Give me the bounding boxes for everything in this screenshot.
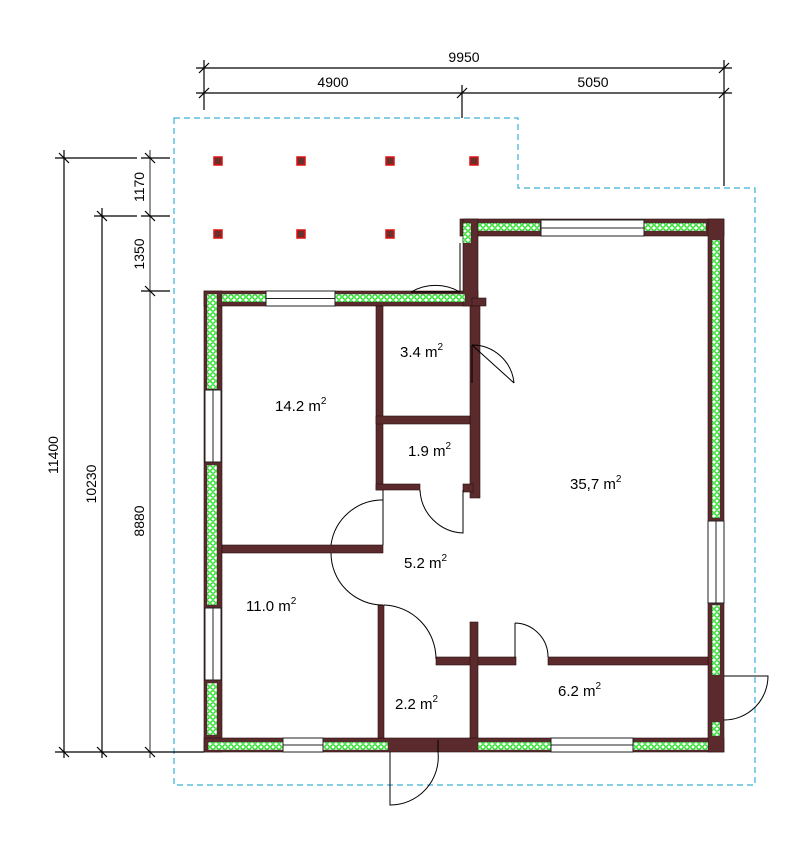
wall-insulation xyxy=(462,222,472,244)
wall-insulation xyxy=(334,293,466,303)
column-post xyxy=(296,229,306,239)
dim-left-width: 4900 xyxy=(317,74,348,90)
wall-insulation xyxy=(206,464,218,606)
wall-insulation xyxy=(632,741,709,751)
doors xyxy=(330,243,769,806)
room-area-6-2: 6.2 m2 xyxy=(558,681,602,700)
wall xyxy=(375,483,421,491)
wall-insulation xyxy=(711,721,721,737)
wall xyxy=(471,297,487,307)
dim-total-width: 9950 xyxy=(448,49,479,65)
column-post xyxy=(385,156,395,166)
dimension-left: 11400 10230 8880 1170 1350 xyxy=(45,150,204,758)
wall-insulation xyxy=(477,741,552,751)
room-area-35-7: 35,7 m2 xyxy=(570,474,622,493)
column-post xyxy=(296,156,306,166)
walls xyxy=(203,218,725,753)
dim-depth-building: 8880 xyxy=(131,505,147,536)
wall xyxy=(375,415,471,425)
wall-insulation xyxy=(711,239,721,519)
dim-total-depth: 11400 xyxy=(45,436,61,474)
site-outline xyxy=(173,117,756,786)
dim-porch-b: 1350 xyxy=(131,238,147,269)
wall xyxy=(221,544,384,554)
dim-porch-a: 1170 xyxy=(131,172,147,202)
wall xyxy=(377,604,385,739)
room-labels: 14.2 m2 3.4 m2 1.9 m2 35,7 m2 5.2 m2 11.… xyxy=(246,342,622,713)
wall xyxy=(462,483,474,493)
dimension-top: 9950 4900 5050 xyxy=(196,49,732,186)
room-area-14-2: 14.2 m2 xyxy=(275,396,327,415)
room-area-1-9: 1.9 m2 xyxy=(408,441,452,460)
wall-insulation xyxy=(322,741,389,751)
wall-insulation xyxy=(477,222,541,232)
wall-insulation xyxy=(206,682,218,736)
door-swing xyxy=(330,490,384,606)
dim-right-width: 5050 xyxy=(577,74,608,90)
room-area-2-2: 2.2 m2 xyxy=(395,694,439,713)
column-post xyxy=(469,156,479,166)
wall-insulation xyxy=(643,222,707,232)
wall xyxy=(547,656,709,666)
column-post xyxy=(213,156,223,166)
wall xyxy=(469,305,481,499)
column-post xyxy=(385,229,395,239)
door-swing xyxy=(389,740,439,806)
wall-insulation xyxy=(711,604,721,676)
room-area-11-0: 11.0 m2 xyxy=(246,596,297,615)
door-swing xyxy=(383,604,437,660)
wall xyxy=(469,621,479,739)
door-swing xyxy=(514,622,549,658)
wall-insulation xyxy=(207,741,284,751)
door-swing xyxy=(419,489,464,534)
door-swing xyxy=(471,344,515,384)
room-area-5-2: 5.2 m2 xyxy=(404,553,448,572)
wall-insulation xyxy=(206,293,218,390)
columns xyxy=(213,156,479,239)
door-swing xyxy=(723,675,769,721)
column-post xyxy=(213,229,223,239)
room-area-3-4: 3.4 m2 xyxy=(400,342,444,361)
wall xyxy=(375,305,384,491)
wall-insulation xyxy=(221,293,267,303)
door-swing xyxy=(410,243,461,293)
dim-depth-mid: 10230 xyxy=(83,464,99,503)
